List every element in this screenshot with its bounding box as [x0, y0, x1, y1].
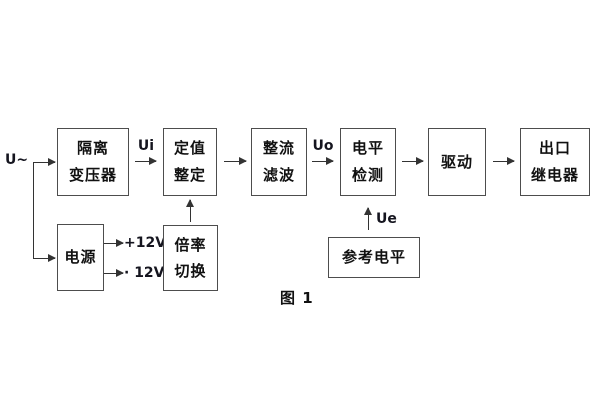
arrow-setting-to-rectifier: [224, 157, 247, 166]
block-label: 隔离: [76, 139, 109, 157]
block-rectify-filter: 整流 滤波: [251, 128, 307, 196]
block-isolation-transformer: 隔离 变压器: [57, 128, 129, 196]
arrow-input-to-power: [33, 254, 56, 263]
signal-label-plus12v: +12V: [124, 235, 167, 251]
block-label: 电源: [64, 248, 97, 266]
block-label: 倍率: [174, 235, 207, 254]
block-label: 检测: [351, 166, 384, 184]
block-label: 变压器: [68, 166, 117, 184]
input-branch-line: [33, 162, 34, 258]
arrow-rectifier-to-level: [312, 157, 334, 166]
signal-label-input: U~: [5, 152, 29, 168]
arrow-power-minus12v: [104, 269, 124, 278]
block-reference-level: 参考电平: [328, 237, 420, 278]
figure-caption: 图 1: [280, 289, 314, 307]
arrow-ratio-to-setting: [186, 199, 195, 222]
block-value-setting: 定值 整定: [163, 128, 217, 196]
arrow-power-plus12v: [104, 239, 124, 248]
block-label: 定值: [173, 139, 206, 157]
block-ratio-switch: 倍率 切换: [163, 225, 218, 291]
block-label: 参考电平: [341, 248, 406, 266]
block-label: 整流: [262, 139, 295, 157]
arrow-level-to-drive: [402, 157, 424, 166]
block-label: 继电器: [530, 166, 579, 184]
arrow-reference-to-level: [364, 207, 373, 230]
block-drive: 驱动: [428, 128, 486, 196]
signal-label-minus12v: · 12V: [124, 265, 165, 281]
block-label: 滤波: [262, 166, 295, 184]
arrow-transformer-to-setting: [135, 157, 157, 166]
block-level-detect: 电平 检测: [340, 128, 396, 196]
block-label: 驱动: [440, 152, 473, 171]
signal-label-ui: Ui: [137, 138, 155, 154]
block-label: 出口: [538, 139, 571, 157]
block-label: 电平: [351, 139, 384, 157]
block-output-relay: 出口 继电器: [520, 128, 590, 196]
arrow-drive-to-relay: [493, 157, 515, 166]
block-label: 整定: [173, 166, 206, 184]
signal-label-ue: Ue: [376, 211, 397, 227]
block-label: 切换: [174, 261, 207, 280]
block-power: 电源: [57, 224, 104, 291]
signal-label-uo: Uo: [312, 138, 334, 154]
arrow-input-to-transformer: [33, 158, 56, 167]
